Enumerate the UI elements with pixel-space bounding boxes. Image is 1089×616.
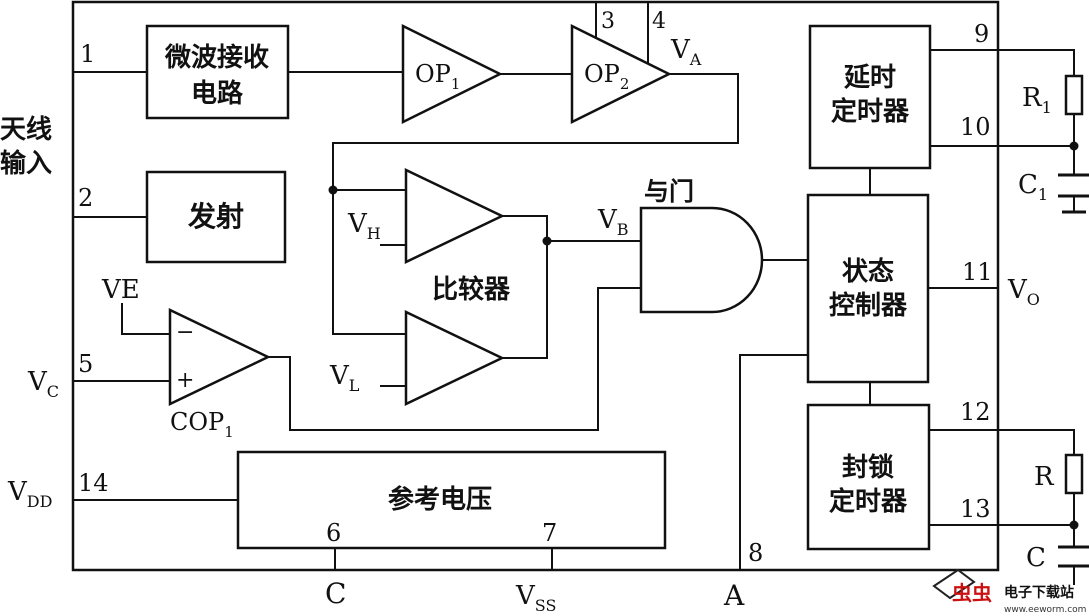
op2-label: OP2 <box>584 60 629 93</box>
comparator-upper <box>404 168 505 264</box>
va-label: VA <box>670 35 702 69</box>
pin-10: 10 <box>960 113 991 141</box>
cop1-label: COP1 <box>170 408 234 441</box>
state-controller-block <box>806 193 930 384</box>
and-gate-label: 与门 <box>644 177 694 206</box>
delay-timer-block <box>808 24 932 170</box>
comparator-label: 比较器 <box>432 274 511 305</box>
lock-timer-label-1: 封锁 <box>842 452 894 483</box>
watermark-text: 电子下载站 <box>1004 584 1074 601</box>
resistor-r <box>1064 453 1084 495</box>
cop1-plus-sign: + <box>176 368 194 393</box>
pin-2: 2 <box>78 184 93 212</box>
antenna-label-2: 输入 <box>0 148 52 179</box>
pin-11: 11 <box>962 258 993 286</box>
junction-dot <box>1069 141 1079 151</box>
state-controller-label-1: 状态 <box>842 256 894 287</box>
vdd-label: VDD <box>7 477 52 511</box>
wires <box>73 2 1075 585</box>
ic-outline <box>71 0 1000 572</box>
vo-label: VO <box>1007 275 1040 309</box>
r-label: R <box>1034 462 1055 492</box>
vb-label: VB <box>597 205 629 239</box>
antenna-label-1: 天线 <box>0 115 52 145</box>
op1-amplifier <box>401 23 503 125</box>
op1-label: OP1 <box>415 60 460 93</box>
vc-label: VC <box>27 367 59 401</box>
lock-timer-block <box>806 403 931 551</box>
junction-dot <box>542 236 552 246</box>
pin-9: 9 <box>974 20 989 48</box>
junction-dot <box>1069 520 1079 530</box>
watermark-logo-icon <box>932 568 976 600</box>
vss-label: VSS <box>515 581 556 615</box>
pin-14: 14 <box>78 469 109 497</box>
watermark-url: www.eeworm.com <box>1004 605 1086 615</box>
resistor-r1 <box>1064 74 1084 116</box>
lock-timer-label-2: 定时器 <box>829 486 908 517</box>
delay-timer-label-1: 延时 <box>843 63 896 93</box>
delay-timer-label-2: 定时器 <box>831 96 910 127</box>
transmit-label: 发射 <box>187 200 244 233</box>
microwave-receiver-label-2: 电路 <box>191 78 244 109</box>
ve-label: VE <box>101 275 140 305</box>
state-controller-label-2: 控制器 <box>829 291 908 321</box>
a-terminal-label: A <box>723 579 745 612</box>
c-label: C <box>1026 543 1046 573</box>
comparator-lower <box>404 310 505 406</box>
pin-5: 5 <box>78 350 93 378</box>
pin-12: 12 <box>960 398 991 426</box>
cop1-minus-sign: − <box>176 320 194 345</box>
r1-label: R1 <box>1022 83 1052 117</box>
c1-label: C1 <box>1018 170 1048 204</box>
watermark: 虫虫 电子下载站 www.eeworm.com <box>932 568 1086 615</box>
junction-dot <box>328 185 338 195</box>
pin-1: 1 <box>80 40 95 68</box>
pin-7: 7 <box>542 519 557 547</box>
watermark-brand: 虫虫 <box>952 581 992 605</box>
reference-voltage-label: 参考电压 <box>388 484 492 515</box>
pin-6: 6 <box>326 519 341 547</box>
microwave-receiver-label-1: 微波接收 <box>164 42 269 73</box>
vh-label: VH <box>347 209 381 243</box>
vl-label: VL <box>329 361 360 395</box>
transmit-block <box>145 170 287 264</box>
microwave-receiver-block <box>145 24 290 120</box>
pin-4: 4 <box>652 9 666 34</box>
pin-8: 8 <box>748 539 763 567</box>
and-gate <box>639 206 764 314</box>
c-terminal-label: C <box>325 577 346 610</box>
pin-3: 3 <box>601 9 615 34</box>
pin-13: 13 <box>960 495 991 523</box>
cop1-comparator <box>168 308 271 406</box>
